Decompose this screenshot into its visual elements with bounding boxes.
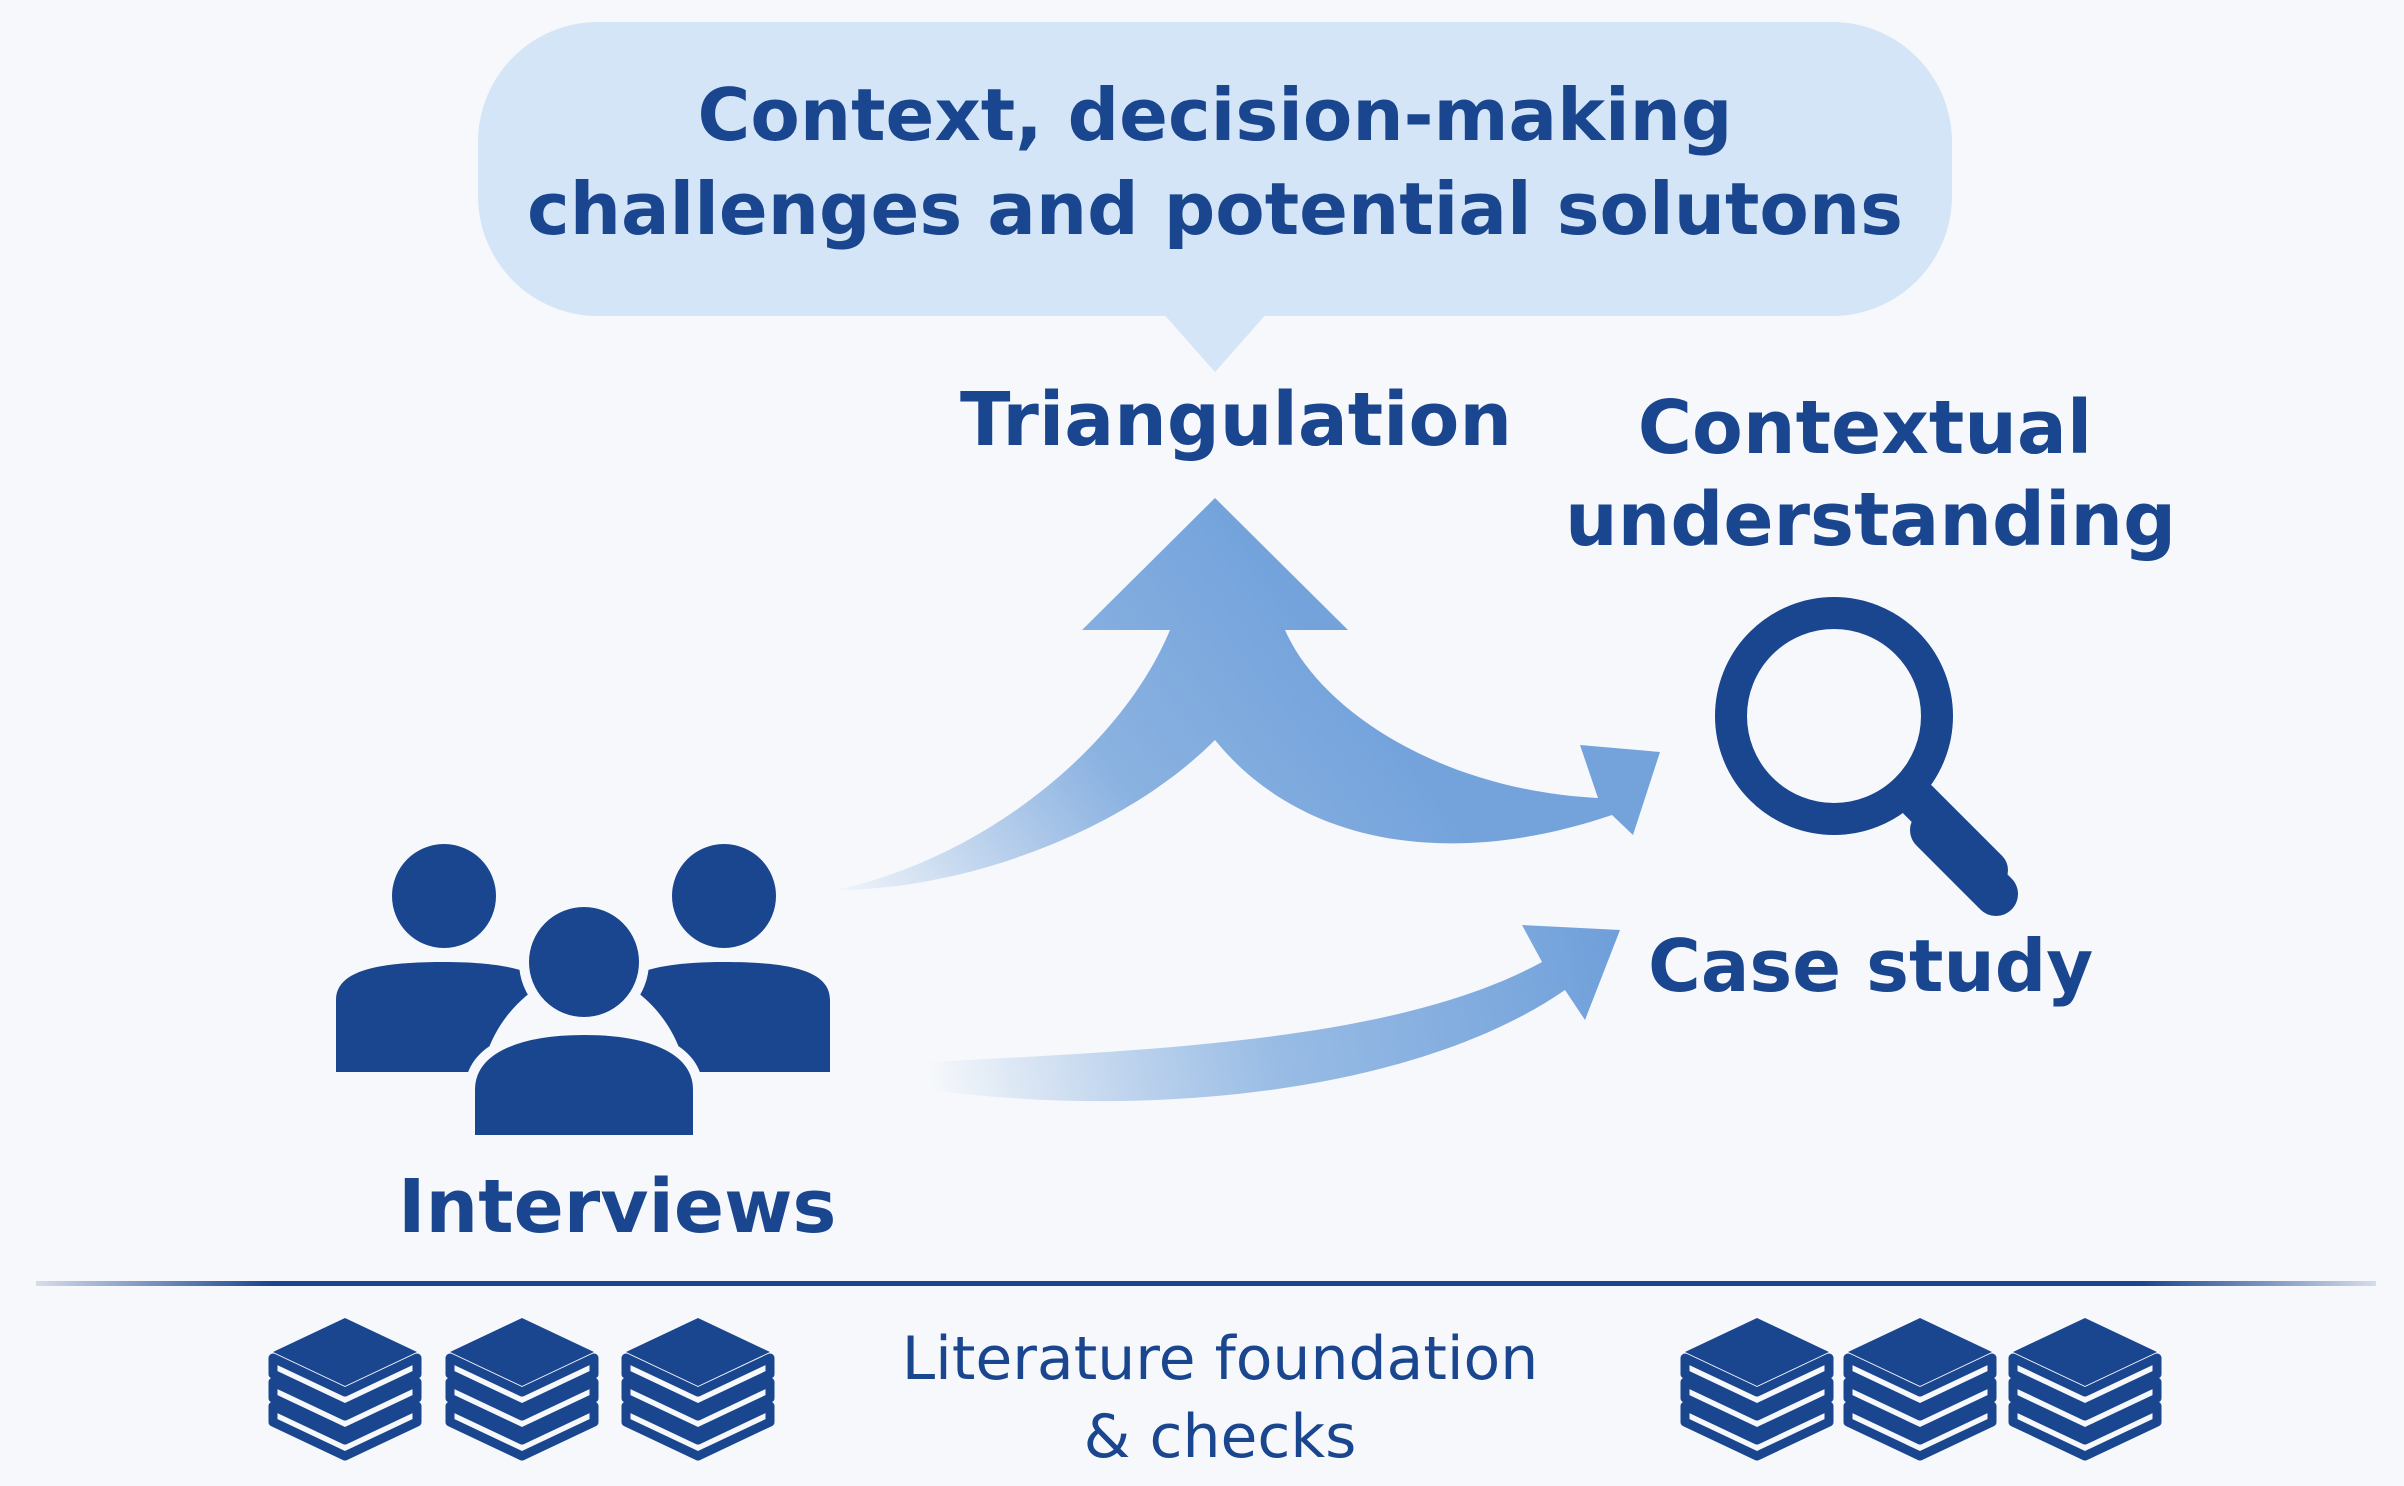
book-stack-icon [268,1318,422,1461]
book-stack-icon [445,1318,599,1461]
contextual-understanding-label: Contextual understanding [1565,382,2177,566]
book-stack-icon [1843,1318,1997,1461]
literature-line-1: Literature foundation [901,1324,1539,1394]
bubble-line-1: Context, decision-making [697,73,1733,157]
book-stack-icon [621,1318,775,1461]
interviews-label: Interviews [398,1164,837,1250]
bubble-line-2: challenges and potential solutons [527,167,1903,251]
case-study-label: Case study [1648,924,2094,1008]
bubble-heading: Context, decision-making challenges and … [490,68,1940,256]
contextual-line-1: Contextual [1637,385,2093,471]
literature-label: Literature foundation & checks [880,1320,1560,1476]
contextual-line-2: understanding [1565,477,2177,563]
divider-rule [36,1281,2376,1286]
book-stack-icon [2008,1318,2162,1461]
book-stack-icon [1680,1318,1834,1461]
literature-line-2: & checks [1083,1402,1357,1472]
magnifier-icon [1715,597,2018,916]
triangulation-label: Triangulation [960,377,1513,463]
case-study-arrow [930,925,1620,1102]
speech-bubble [478,22,1952,372]
triangulation-arrow [835,498,1660,890]
people-group-icon [336,844,830,1145]
